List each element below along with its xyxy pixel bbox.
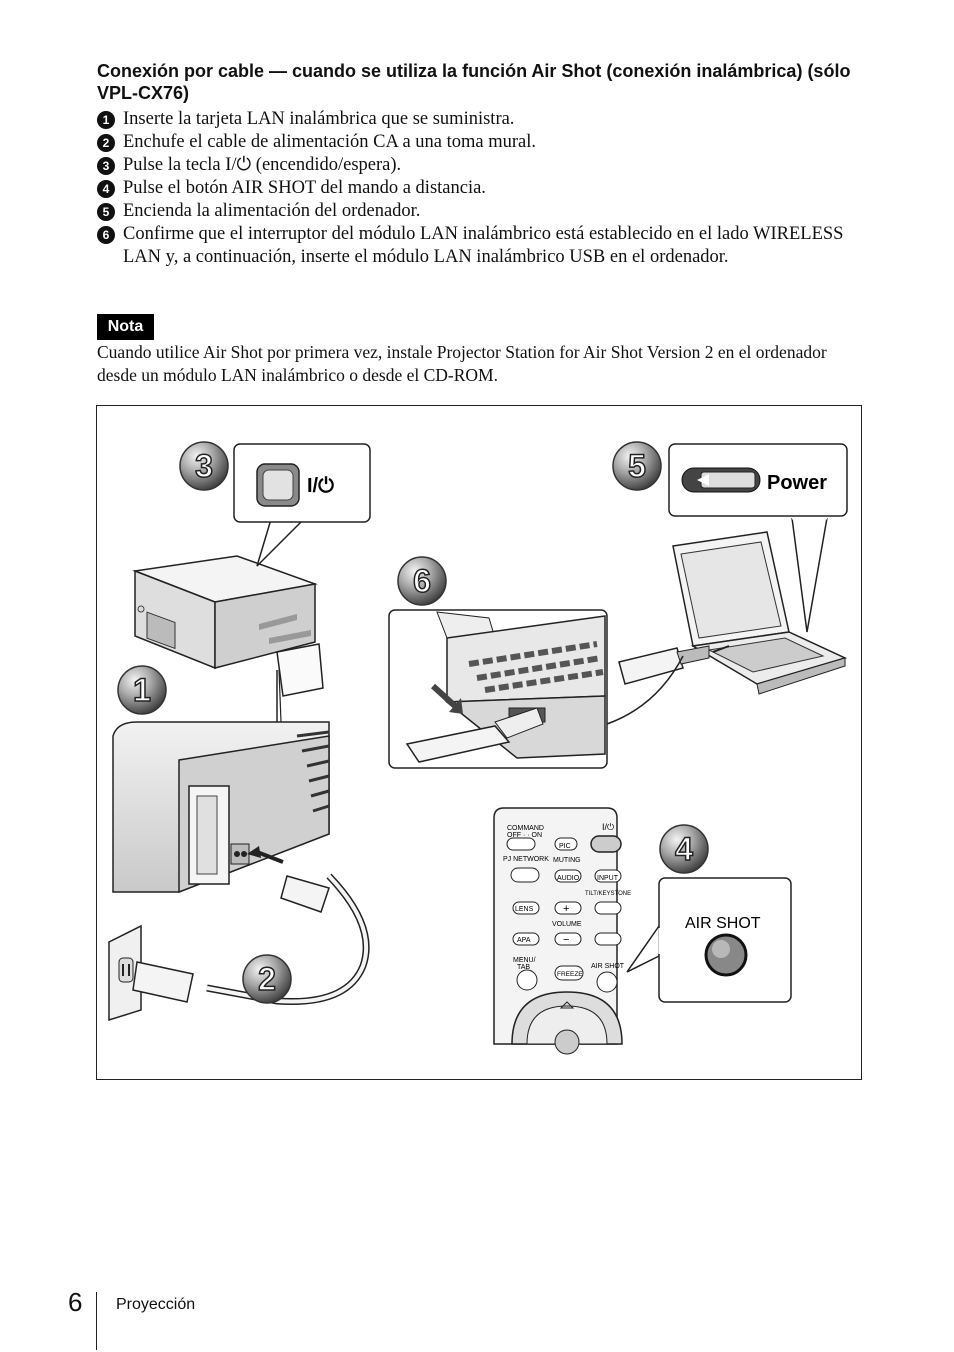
- usb-insert-callout: [388, 609, 608, 769]
- remote-lens-label: LENS: [515, 906, 534, 913]
- step-callout-6: 6: [397, 556, 447, 606]
- section-heading: Conexión por cable — cuando se utiliza l…: [97, 61, 851, 103]
- svg-text:5: 5: [628, 448, 646, 484]
- step-number: 6: [97, 226, 115, 244]
- projector-illustration: [132, 555, 324, 697]
- remote-volume-label: VOLUME: [552, 921, 582, 928]
- remote-tilt-keystone-label: TILT/KEYSTONE: [585, 891, 631, 897]
- power-label: Power: [767, 472, 827, 494]
- step-callout-1: 1: [117, 665, 167, 715]
- laptop-illustration: [618, 531, 848, 695]
- step-number: 2: [97, 134, 115, 152]
- list-item: 2 Enchufe el cable de alimentación CA a u…: [97, 131, 857, 154]
- air-shot-label: AIR SHOT: [685, 915, 761, 932]
- step-callout-2: 2: [242, 954, 292, 1004]
- list-item: 3 Pulse la tecla I/⏻ (encendido/espera).: [97, 154, 857, 177]
- remote-menu-label: MENU/: [513, 957, 536, 964]
- step-text: Confirme que el interruptor del módulo L…: [123, 224, 844, 267]
- remote-air-shot-label: AIR SHOT: [591, 963, 625, 970]
- remote-pic-label: PIC: [559, 843, 571, 850]
- list-item: 1 Inserte la tarjeta LAN inalámbrica que …: [97, 108, 857, 131]
- step-number: 5: [97, 203, 115, 221]
- svg-text:1: 1: [133, 672, 151, 708]
- remote-audio-label: AUDIO: [557, 875, 580, 882]
- remote-minus-label: −: [563, 934, 569, 946]
- remote-command-label: COMMAND: [507, 825, 544, 832]
- footer-divider: [96, 1292, 97, 1350]
- step-callout-5: 5: [612, 441, 662, 491]
- remote-off-on-label: OFF · · ON: [507, 832, 542, 839]
- remote-pj-network-label: PJ NETWORK: [503, 856, 549, 863]
- note-label: Nota: [97, 314, 154, 340]
- remote-plus-label: +: [563, 903, 569, 915]
- power-cable-illustration: [108, 873, 370, 1022]
- list-item: 4 Pulse el botón AIR SHOT del mando a dis…: [97, 177, 857, 200]
- step-number: 4: [97, 180, 115, 198]
- remote-freeze-label: FREEZE: [557, 971, 583, 978]
- remote-apa-label: APA: [517, 937, 531, 944]
- step-number: 1: [97, 111, 115, 129]
- step-text: Pulse la tecla I/⏻ (encendido/espera).: [123, 155, 402, 175]
- step-callout-3: 3: [179, 441, 229, 491]
- power-key-callout: I/⏻: [233, 443, 371, 567]
- remote-tab-label: TAB: [517, 964, 530, 971]
- note-text: Cuando utilice Air Shot por primera vez,…: [97, 342, 827, 385]
- list-item: 6 Confirme que el interruptor del módulo …: [97, 223, 857, 269]
- connection-illustration: I/⏻ Power: [96, 405, 862, 1080]
- svg-text:2: 2: [258, 961, 276, 997]
- step-text: Inserte la tarjeta LAN inalámbrica que s…: [123, 109, 515, 129]
- footer-section: Proyección: [116, 1296, 196, 1313]
- svg-text:6: 6: [413, 563, 431, 599]
- air-shot-callout: AIR SHOT: [626, 877, 792, 1003]
- projector-detail-illustration: [112, 721, 330, 894]
- remote-control-illustration: COMMAND OFF · · ON I/⏻ PIC PJ NETWORK MU…: [493, 807, 631, 1055]
- remote-input-label: INPUT: [597, 875, 619, 882]
- step-number: 3: [97, 157, 115, 175]
- list-item: 5 Encienda la alimentación del ordenador.: [97, 200, 857, 223]
- svg-text:3: 3: [195, 448, 213, 484]
- page-number: 6: [68, 1287, 83, 1317]
- step-callout-4: 4: [659, 824, 709, 874]
- remote-muting-label: MUTING: [553, 857, 581, 864]
- remote-power-symbol: I/⏻: [602, 822, 614, 832]
- laptop-power-callout: Power: [668, 443, 848, 517]
- step-text: Pulse el botón AIR SHOT del mando a dist…: [123, 178, 486, 198]
- step-text: Encienda la alimentación del ordenador.: [123, 201, 421, 221]
- steps-list: 1 Inserte la tarjeta LAN inalámbrica que …: [97, 108, 857, 269]
- svg-text:4: 4: [675, 831, 693, 867]
- power-key-symbol: I/⏻: [307, 475, 334, 497]
- step-text: Enchufe el cable de alimentación CA a un…: [123, 132, 537, 152]
